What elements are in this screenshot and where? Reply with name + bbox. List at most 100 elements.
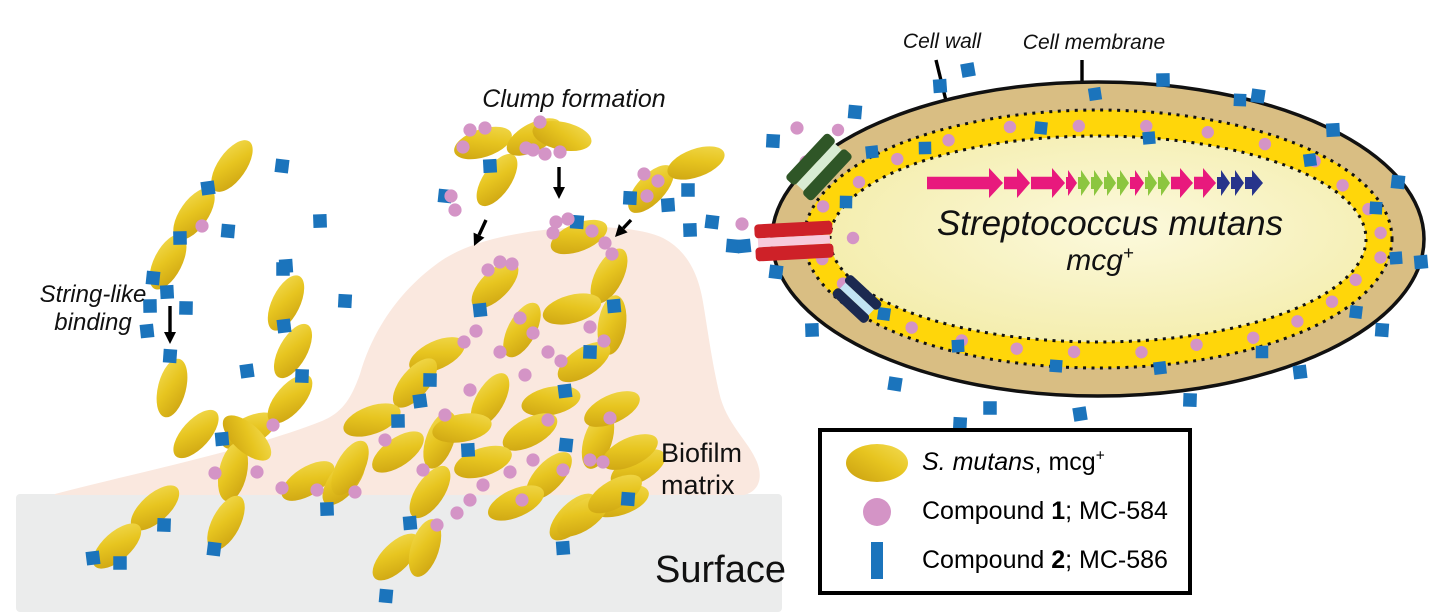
s-mutans-cell xyxy=(602,434,658,470)
legend-label-s-mutans: S. mutans, mcg+ xyxy=(922,447,1105,476)
cell-membrane-label: Cell membrane xyxy=(1022,31,1166,54)
compound1-molecule xyxy=(1003,120,1017,134)
compound2-molecule xyxy=(145,270,161,286)
s-mutans-cell xyxy=(503,302,541,358)
compound1-molecule xyxy=(1190,338,1203,351)
s-mutans-cell xyxy=(211,140,253,192)
compound1-molecule xyxy=(541,345,555,359)
compound2-molecule xyxy=(1233,93,1247,107)
compound2-molecule xyxy=(681,183,695,197)
compound2-molecule xyxy=(139,323,155,339)
compound2-molecule xyxy=(200,180,216,196)
compound1-molecule xyxy=(942,134,955,147)
gene-arrow-magenta xyxy=(1004,168,1030,198)
compound2-molecule xyxy=(313,214,327,228)
compound1-molecule xyxy=(266,418,280,432)
compound1-molecule xyxy=(603,411,617,425)
s-mutans-cell xyxy=(207,495,245,551)
compound2-molecule xyxy=(1374,322,1390,338)
compound2-molecule xyxy=(918,141,932,155)
compound1-molecule xyxy=(275,481,289,495)
compound1-molecule xyxy=(250,465,264,479)
compound1-molecule xyxy=(1010,342,1023,355)
compound1-molecule xyxy=(505,257,519,271)
s-mutans-cell xyxy=(409,465,451,519)
compound2-molecule xyxy=(337,293,353,309)
legend-label-compound2: Compound 2; MC-586 xyxy=(922,546,1168,574)
compound2-molecule xyxy=(1369,201,1383,215)
compound1-molecule xyxy=(554,354,568,368)
s-mutans-cell-schematic xyxy=(754,62,1429,444)
compound1-molecule xyxy=(503,465,517,479)
compound2-molecule xyxy=(1325,122,1341,138)
compound2-molecule xyxy=(1183,393,1197,407)
compound2-molecule xyxy=(557,383,573,399)
compound2-molecule xyxy=(460,442,476,458)
compound1-molecule xyxy=(526,326,540,340)
compound2-molecule xyxy=(85,550,101,566)
compound2-molecule xyxy=(1072,406,1088,422)
gene-arrow-green xyxy=(1158,170,1170,196)
mcg-gene-cluster xyxy=(927,168,1263,198)
gene-arrow-green xyxy=(1078,170,1090,196)
gene-arrow-magenta xyxy=(1031,168,1065,198)
compound2-bar-icon xyxy=(832,542,922,579)
compound2-molecule xyxy=(206,541,222,557)
compound1-molecule xyxy=(583,320,597,334)
compound2-molecule xyxy=(1250,88,1266,104)
compound1-molecule xyxy=(1247,331,1260,344)
gene-arrow-green xyxy=(1091,170,1103,196)
compound2-molecule xyxy=(423,373,437,387)
compound2-molecule xyxy=(220,223,236,239)
compound1-molecule xyxy=(735,217,749,231)
compound1-molecule xyxy=(831,123,845,137)
legend-label-compound1: Compound 1; MC-584 xyxy=(922,497,1168,525)
compound1-molecule xyxy=(1349,273,1362,286)
compound1-molecule xyxy=(597,334,611,348)
compound1-molecule xyxy=(416,463,430,477)
compound2-molecule xyxy=(865,145,879,159)
s-mutans-cell xyxy=(372,431,424,473)
compound1-molecule xyxy=(463,493,477,507)
compound1-molecule xyxy=(651,174,665,188)
compound2-molecule xyxy=(159,284,175,300)
biofilm-matrix-label: Biofilm matrix xyxy=(661,437,781,502)
s-mutans-cell xyxy=(267,275,305,331)
compound1-molecule xyxy=(195,219,209,233)
s-mutans-cell xyxy=(590,248,628,304)
compound1-layer xyxy=(195,115,813,532)
compound2-molecule xyxy=(1292,364,1308,380)
s-mutans-cell xyxy=(476,153,518,207)
compound1-molecule xyxy=(513,311,527,325)
compound2-molecule xyxy=(1389,251,1403,265)
compound2-molecule xyxy=(932,78,948,94)
compound2-molecule xyxy=(214,431,230,447)
compound1-molecule xyxy=(598,236,612,250)
compound2-molecule xyxy=(555,540,571,556)
s-mutans-cell xyxy=(156,358,188,418)
compound1-molecule xyxy=(481,263,495,277)
s-mutans-cell xyxy=(471,261,519,309)
compound1-molecule xyxy=(553,145,567,159)
compound1-molecule xyxy=(905,321,918,334)
compound1-molecule xyxy=(444,189,458,203)
s-mutans-cell xyxy=(217,442,249,502)
compound1-molecule xyxy=(596,455,610,469)
compound1-molecule xyxy=(378,433,392,447)
s-mutans-cell xyxy=(222,415,272,461)
s-mutans-cell xyxy=(470,373,510,427)
compound1-molecule xyxy=(526,453,540,467)
compound2-molecule xyxy=(622,190,638,206)
compound2-molecule xyxy=(412,393,428,409)
compound2-molecule xyxy=(378,588,394,604)
s-mutans-cell xyxy=(281,461,335,501)
cell-wall-label: Cell wall xyxy=(902,30,982,53)
compound2-molecule xyxy=(472,302,488,318)
compound2-molecule xyxy=(143,299,157,313)
compound1-molecule xyxy=(463,123,477,137)
s-mutans-cell xyxy=(488,485,544,521)
compound2-molecule xyxy=(660,197,676,213)
compound1-molecule xyxy=(1201,126,1214,139)
gene-arrow-navy xyxy=(1245,170,1263,196)
